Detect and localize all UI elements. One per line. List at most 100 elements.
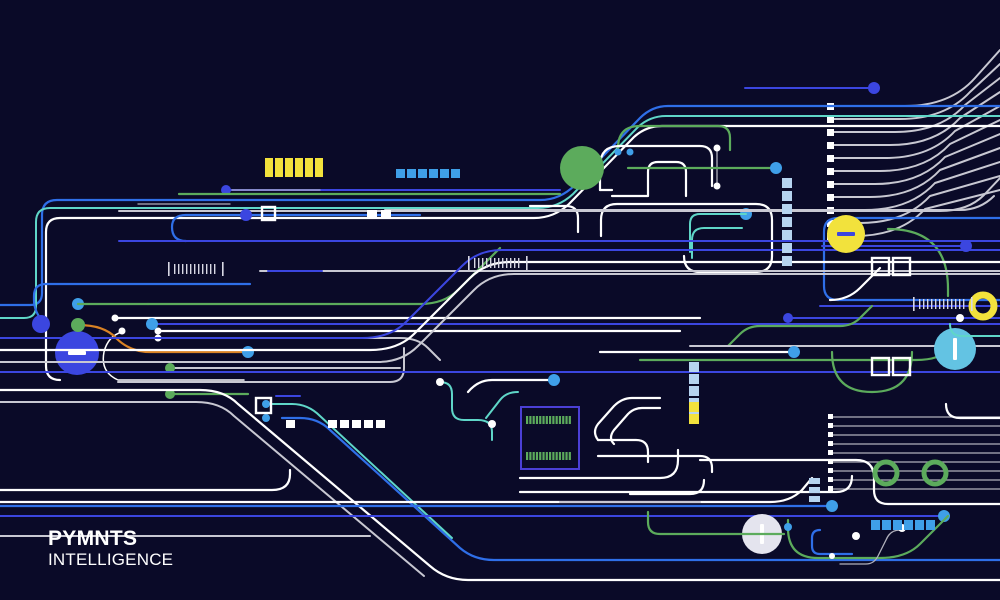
logo-brand: PYMNTS: [48, 527, 138, 550]
dash-segment: [782, 178, 792, 188]
center-right-traces: [0, 266, 1000, 373]
chip-pin: [555, 452, 558, 460]
ruler-tick: [963, 299, 965, 309]
chip-pin: [529, 452, 532, 460]
ruler-end-tick: [913, 297, 915, 311]
dash-segment: [689, 362, 699, 372]
chip-pin: [552, 452, 555, 460]
dash-segment: [809, 487, 820, 493]
chip-pin: [526, 416, 529, 424]
ruler-tick: [190, 264, 192, 274]
ruler-tick: [186, 264, 188, 274]
lower-left-long-trace: [0, 388, 1000, 582]
dash-segment: [689, 374, 699, 384]
dash-segment: [364, 420, 373, 428]
chip-pin: [535, 452, 539, 460]
dash-segment: [285, 158, 293, 177]
ruler-tick: [494, 258, 496, 268]
ruler-tick: [498, 258, 500, 268]
square-outline-right-c: [870, 356, 891, 377]
square-outline-right-b: [891, 256, 912, 277]
ruler-end-tick: [168, 262, 170, 276]
square-outline-right-d: [891, 356, 912, 377]
ruler-tick: [214, 264, 216, 274]
light-blue-column-small-bottom: [809, 478, 820, 502]
ruler-tick: [210, 264, 212, 274]
dash-segment: [429, 169, 438, 178]
ruler-tick: [474, 258, 476, 268]
ruler-tick: [919, 299, 921, 309]
chip-body: [520, 406, 580, 470]
ruler-end-tick: [526, 256, 528, 270]
ruler-tick: [202, 264, 204, 274]
light-blue-column-top-right: [782, 178, 792, 266]
dash-segment: [882, 520, 891, 530]
chip-pin: [542, 452, 545, 460]
ruler-tick: [506, 258, 508, 268]
center-diagonal-bundle: [0, 249, 1000, 363]
ruler-end-tick: [468, 256, 470, 270]
chip-pin: [545, 416, 548, 424]
chip-pin: [539, 452, 542, 460]
dash-segment: [904, 520, 913, 530]
ruler-right: [913, 297, 973, 311]
chip-pin: [535, 416, 539, 424]
dash-segment: [286, 420, 295, 428]
dash-segment: [367, 210, 377, 217]
dash-segment: [265, 158, 273, 177]
white-dash-single-bottom: [286, 420, 295, 428]
dash-segment: [407, 169, 416, 178]
chip-pin: [549, 452, 552, 460]
square-outline-bottom-left: [254, 396, 273, 415]
dash-segment: [809, 496, 820, 502]
ruler-tick: [178, 264, 180, 274]
square-outline-top-left: [260, 205, 277, 222]
ruler-tick: [482, 258, 484, 268]
dash-segment: [340, 420, 349, 428]
ruler-tick: [194, 264, 196, 274]
ruler-tick: [502, 258, 504, 268]
ruler-tick: [959, 299, 961, 309]
ruler-tick: [490, 258, 492, 268]
chip-pin: [558, 416, 562, 424]
chip-pin: [558, 452, 562, 460]
dash-segment: [376, 420, 385, 428]
dash-segment: [782, 204, 792, 214]
logo-subtitle: INTELLIGENCE: [48, 550, 174, 569]
dash-segment: [328, 420, 337, 428]
dash-segment: [926, 520, 935, 530]
chip-pin: [568, 416, 571, 424]
yellow-column-mid: [689, 402, 699, 424]
ruler-tick: [518, 258, 520, 268]
chip-pin: [562, 452, 565, 460]
white-dash-bar-bottom: [328, 420, 385, 428]
dash-segment: [305, 158, 313, 177]
chip-pin: [549, 416, 552, 424]
chip-pin: [526, 452, 529, 460]
blue-dash-bar-top: [396, 169, 460, 178]
ruler-end-tick: [222, 262, 224, 276]
pymnts-intelligence-logo: PYMNTS INTELLIGENCE: [48, 528, 173, 568]
dash-segment: [451, 169, 460, 178]
dash-segment: [893, 520, 902, 530]
top-center-maze: [0, 104, 1000, 382]
dash-segment: [381, 210, 391, 217]
dash-segment: [418, 169, 427, 178]
white-dash-bar-top: [367, 210, 391, 217]
dash-segment: [275, 158, 283, 177]
ruler-tick: [931, 299, 933, 309]
ruler-tick: [198, 264, 200, 274]
dash-segment: [782, 243, 792, 253]
blue-dash-bar-bottom-right: [871, 520, 935, 530]
chip-pin: [529, 416, 532, 424]
dash-segment: [396, 169, 405, 178]
dash-segment: [915, 520, 924, 530]
chip-pin: [542, 416, 545, 424]
ruler-end-tick: [971, 297, 973, 311]
square-outline-right-a: [870, 256, 891, 277]
dash-segment: [295, 158, 303, 177]
chip-pin: [555, 416, 558, 424]
chip-pin: [532, 452, 535, 460]
